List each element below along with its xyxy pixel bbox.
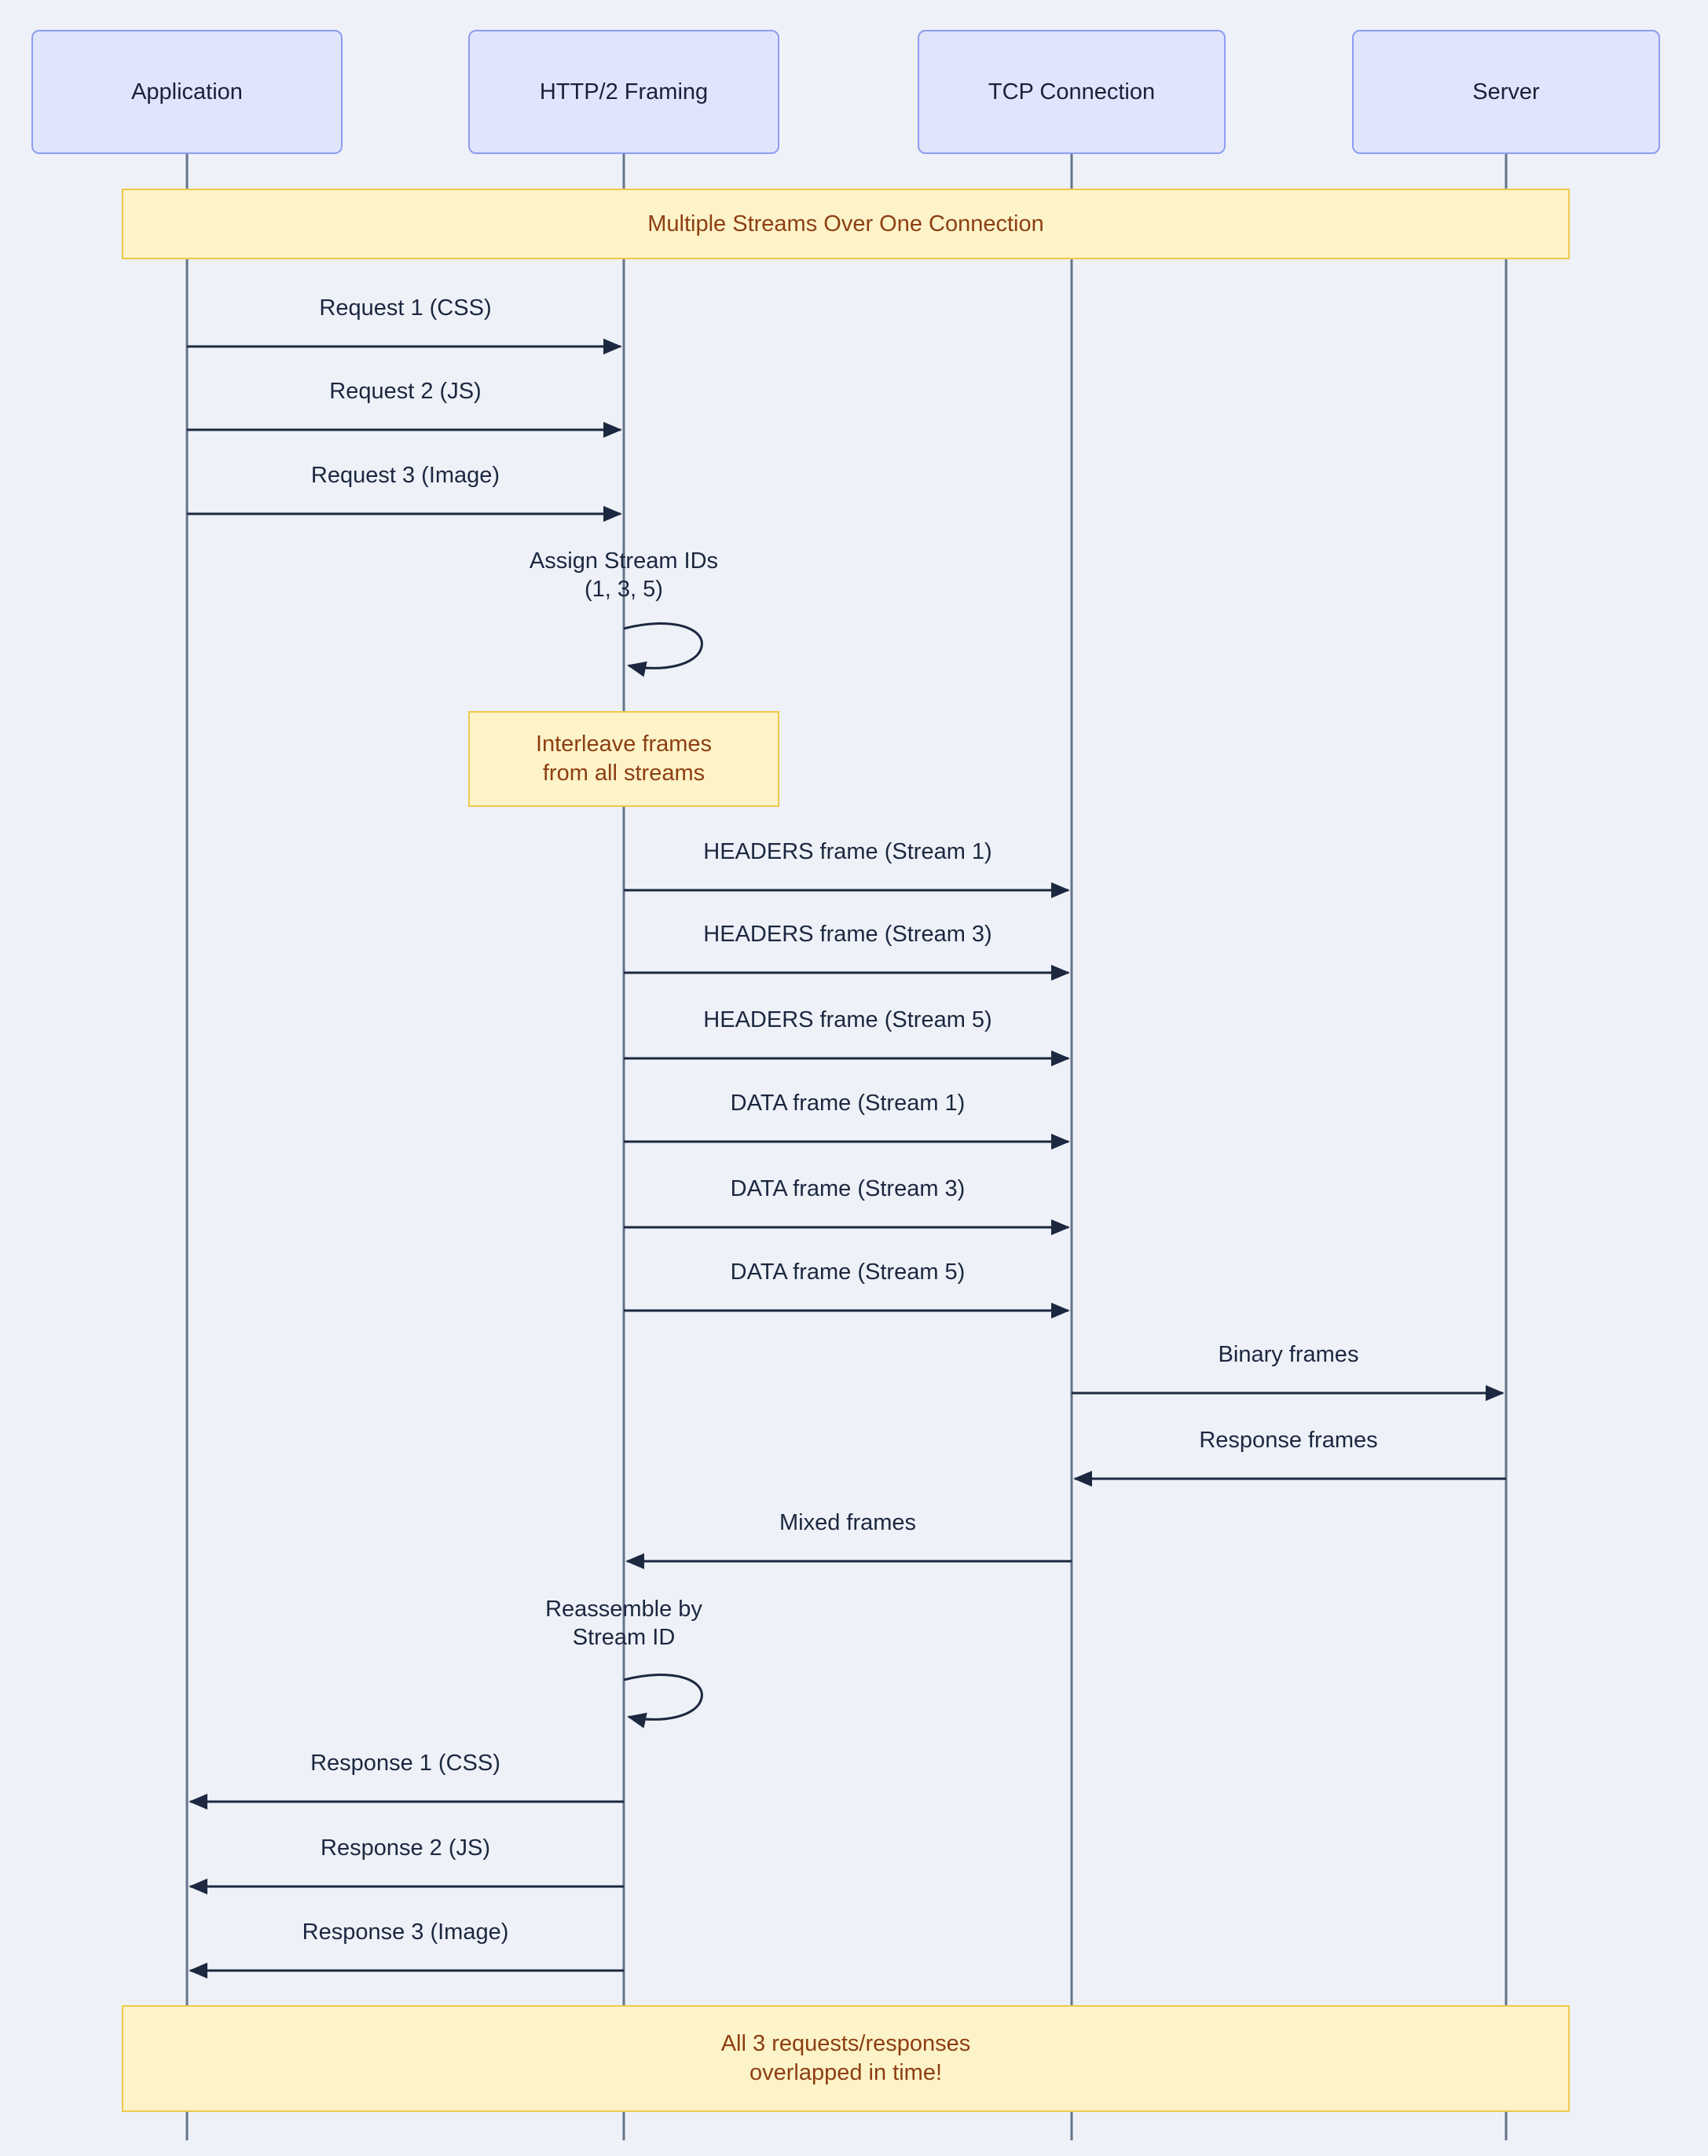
message-label-reassemble: Reassemble by Stream ID <box>545 1597 702 1650</box>
message-label-headers-stream-5: HEADERS frame (Stream 5) <box>703 1007 992 1032</box>
actor-server-label: Server <box>1472 79 1540 104</box>
actor-tcp-connection: TCP Connection <box>918 30 1226 154</box>
actor-http2-framing-label: HTTP/2 Framing <box>539 79 709 104</box>
lifelines <box>185 152 1508 2140</box>
note-interleave-frames: Interleave frames from all streams <box>468 711 779 807</box>
message-label-mixed-frames: Mixed frames <box>779 1510 917 1535</box>
message-label-response-1: Response 1 (CSS) <box>310 1751 500 1776</box>
note-interleave-line-1: Interleave frames <box>535 732 713 757</box>
note-overlapped-banner: All 3 requests/responses overlapped in t… <box>122 2005 1570 2112</box>
actor-application-label: Application <box>131 79 243 104</box>
message-label-response-2: Response 2 (JS) <box>321 1835 490 1861</box>
note-overlapped-line-1: All 3 requests/responses <box>720 2031 971 2056</box>
note-multiple-streams-text: Multiple Streams Over One Connection <box>647 211 1044 236</box>
message-label-request-1: Request 1 (CSS) <box>319 295 492 321</box>
message-label-response-3: Response 3 (Image) <box>302 1920 509 1945</box>
message-label-request-3: Request 3 (Image) <box>310 463 500 488</box>
message-arrows <box>187 338 1506 1979</box>
actor-server: Server <box>1352 30 1660 154</box>
note-interleave-line-2: from all streams <box>542 761 706 786</box>
arrow-assign-stream-ids-self-loop <box>623 622 703 677</box>
actor-http2-framing: HTTP/2 Framing <box>468 30 779 154</box>
message-label-binary-frames: Binary frames <box>1218 1342 1359 1367</box>
message-label-data-stream-5: DATA frame (Stream 5) <box>730 1260 966 1285</box>
actor-tcp-connection-label: TCP Connection <box>988 79 1156 104</box>
message-label-headers-stream-1: HEADERS frame (Stream 1) <box>703 839 992 864</box>
message-label-response-frames: Response frames <box>1199 1428 1378 1453</box>
message-label-data-stream-3: DATA frame (Stream 3) <box>730 1176 966 1201</box>
message-label-assign-stream-ids: Assign Stream IDs (1, 3, 5) <box>529 548 719 602</box>
message-label-headers-stream-3: HEADERS frame (Stream 3) <box>703 922 992 947</box>
message-label-request-2: Request 2 (JS) <box>329 379 482 404</box>
arrow-reassemble-self-loop <box>623 1674 703 1729</box>
note-overlapped-line-2: overlapped in time! <box>749 2060 943 2085</box>
message-label-data-stream-1: DATA frame (Stream 1) <box>730 1091 966 1116</box>
actor-application: Application <box>31 30 343 154</box>
note-multiple-streams-banner: Multiple Streams Over One Connection <box>122 189 1570 259</box>
